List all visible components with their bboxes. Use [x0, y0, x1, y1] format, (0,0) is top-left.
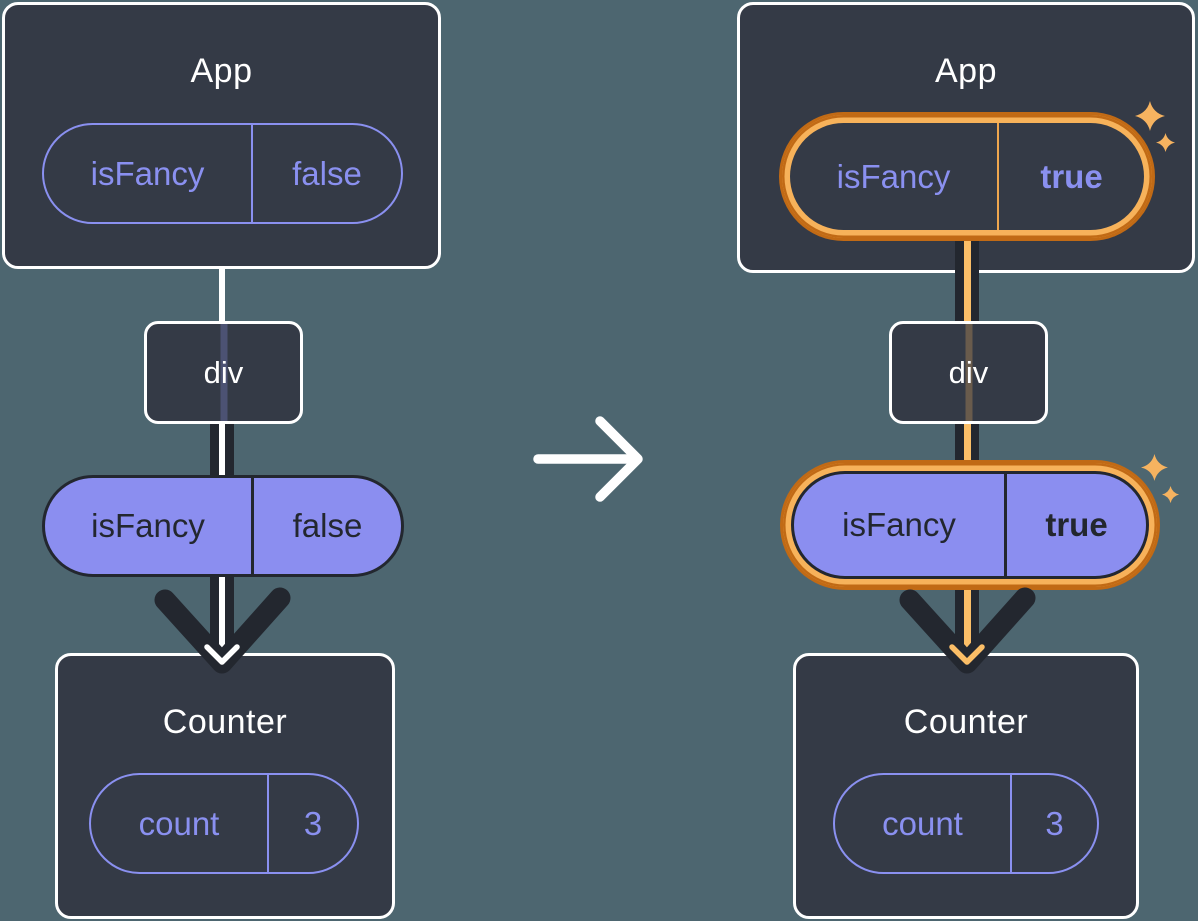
state-key: isFancy — [836, 157, 951, 195]
prop-value: false — [251, 478, 401, 574]
right-div-thread-stripe — [965, 324, 972, 421]
right-arrow-icon — [533, 416, 643, 502]
right-counter-state-pill: count 3 — [833, 773, 1099, 874]
left-arrow-shaft-core — [219, 574, 225, 658]
right-arrow-shaft-core — [964, 584, 971, 658]
left-connector-app-div — [219, 266, 225, 324]
right-app-state-highlight: isFancy true — [782, 115, 1152, 238]
right-prop-highlight: isFancy true — [783, 463, 1157, 587]
right-app-state-pill: isFancy true — [790, 123, 1144, 230]
right-connector-app-div-core — [964, 232, 971, 324]
prop-value: true — [1004, 474, 1146, 576]
state-key: isFancy — [90, 154, 205, 192]
left-div-node: div — [144, 321, 303, 424]
state-value: 3 — [1010, 775, 1097, 872]
state-value: true — [997, 123, 1144, 230]
prop-key: isFancy — [842, 506, 956, 543]
left-prop-pill: isFancy false — [42, 475, 404, 577]
left-counter-card: Counter count 3 — [55, 653, 395, 919]
right-counter-title: Counter — [903, 703, 1029, 741]
right-app-title: App — [935, 52, 997, 90]
left-app-title: App — [190, 52, 253, 90]
left-app-state-pill: isFancy false — [42, 123, 403, 224]
left-counter-state-pill: count 3 — [89, 773, 359, 874]
prop-key: isFancy — [91, 507, 205, 544]
left-div-thread-stripe — [220, 324, 227, 421]
state-value: 3 — [267, 775, 357, 872]
left-app-card: App isFancy false — [2, 2, 441, 269]
state-key: count — [882, 804, 963, 842]
right-prop-pill: isFancy true — [791, 471, 1149, 579]
state-value: false — [251, 125, 401, 222]
left-arrowhead-icon — [154, 587, 291, 674]
right-div-label: div — [948, 354, 989, 390]
left-connector-div-pill-core — [219, 421, 225, 477]
sparkles-icon — [1135, 101, 1176, 153]
right-connector-div-pill-core — [964, 421, 971, 473]
sparkles-icon — [1141, 454, 1180, 504]
state-key: count — [138, 804, 220, 842]
right-div-node: div — [889, 321, 1048, 424]
left-div-label: div — [203, 354, 244, 390]
left-counter-title: Counter — [162, 703, 288, 741]
right-arrowhead-icon — [899, 587, 1036, 674]
